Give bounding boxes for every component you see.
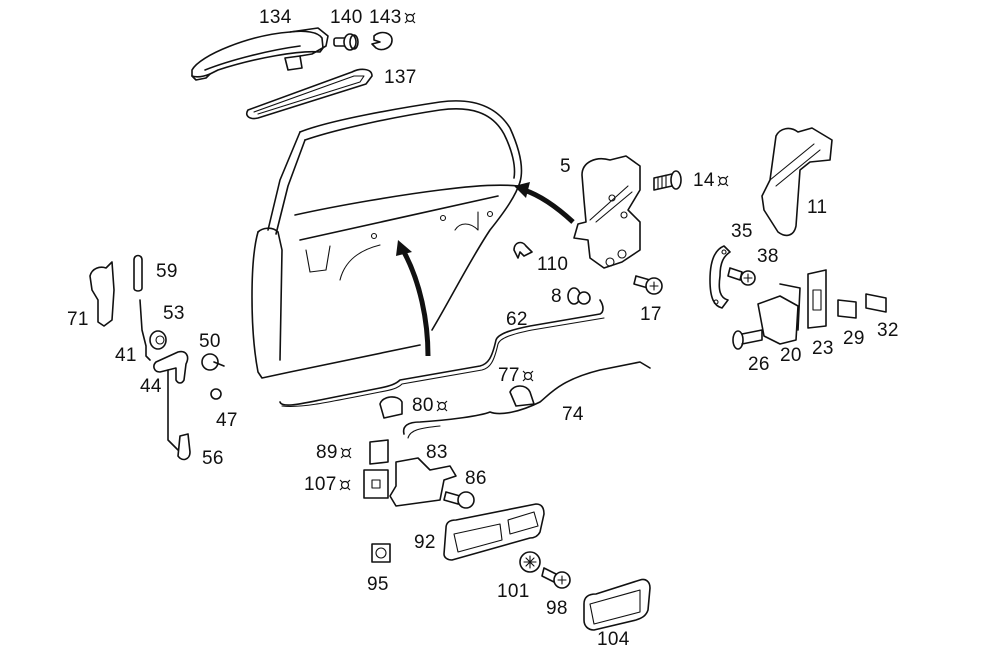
part-32-pad[interactable]: [865, 293, 887, 313]
part-101-washer[interactable]: [519, 551, 541, 573]
part-44-lever[interactable]: [153, 350, 189, 451]
footnote-mark-icon: [436, 400, 448, 412]
callout-29: 29: [843, 328, 865, 349]
callout-74: 74: [562, 404, 584, 425]
part-14-screw[interactable]: [653, 170, 682, 191]
part-23-striker-plate[interactable]: [807, 269, 827, 329]
callout-53: 53: [163, 303, 185, 324]
callout-80: 80: [412, 396, 448, 415]
part-83-inside-handle[interactable]: [389, 457, 457, 507]
part-20-striker[interactable]: [757, 283, 801, 345]
callout-137: 137: [384, 67, 417, 88]
part-53-bushing[interactable]: [149, 330, 167, 350]
part-134-outside-handle[interactable]: [191, 27, 329, 81]
part-56-rod-end[interactable]: [177, 433, 191, 461]
part-107-cover[interactable]: [363, 469, 389, 499]
callout-23: 23: [812, 338, 834, 359]
callout-14: 14: [693, 171, 729, 190]
callout-59: 59: [156, 261, 178, 282]
part-77-clip[interactable]: [509, 385, 535, 407]
callout-20: 20: [780, 345, 802, 366]
footnote-mark-icon: [340, 447, 352, 459]
part-110-rod-clip[interactable]: [513, 241, 533, 259]
part-41-pull-rod[interactable]: [139, 299, 151, 361]
part-92-handle-bezel[interactable]: [443, 503, 545, 561]
callout-89: 89: [316, 443, 352, 462]
callout-77: 77: [498, 366, 534, 385]
callout-47: 47: [216, 410, 238, 431]
assembly-arrow-handle: [396, 240, 431, 357]
part-8-grommet[interactable]: [567, 287, 591, 305]
footnote-mark-icon: [404, 12, 416, 24]
part-95-nut[interactable]: [371, 543, 391, 563]
callout-32: 32: [877, 320, 899, 341]
part-137-gasket[interactable]: [245, 68, 373, 120]
part-35-bracket[interactable]: [709, 245, 731, 309]
part-104-handle-trim[interactable]: [583, 578, 651, 631]
callout-38: 38: [757, 246, 779, 267]
part-86-screw[interactable]: [443, 491, 475, 509]
part-47-clip[interactable]: [210, 388, 222, 400]
callout-86: 86: [465, 468, 487, 489]
part-89-clip[interactable]: [369, 439, 389, 465]
part-80-clip[interactable]: [379, 396, 403, 419]
part-17-screw[interactable]: [633, 275, 663, 295]
part-11-lock-cover[interactable]: [761, 127, 833, 237]
callout-62: 62: [506, 309, 528, 330]
footnote-mark-icon: [717, 175, 729, 187]
callout-17: 17: [640, 304, 662, 325]
callout-140: 140: [330, 7, 363, 28]
callout-110: 110: [537, 254, 569, 275]
callout-11: 11: [807, 197, 828, 218]
callout-107: 107: [304, 475, 351, 494]
assembly-arrow-lock: [514, 182, 575, 224]
callout-83: 83: [426, 442, 448, 463]
callout-71: 71: [67, 309, 89, 330]
part-143-clip[interactable]: [371, 31, 393, 51]
callout-35: 35: [731, 221, 753, 242]
part-59-lock-knob[interactable]: [133, 254, 143, 292]
callout-26: 26: [748, 354, 770, 375]
callout-5: 5: [560, 156, 571, 177]
footnote-mark-icon: [339, 479, 351, 491]
callout-98: 98: [546, 598, 568, 619]
part-98-screw[interactable]: [541, 567, 571, 589]
part-29-shim[interactable]: [837, 299, 857, 319]
part-140-screw[interactable]: [333, 33, 359, 51]
part-50-pivot[interactable]: [201, 353, 225, 371]
callout-104: 104: [597, 629, 630, 650]
part-62-connecting-rod[interactable]: [279, 299, 605, 408]
callout-56: 56: [202, 448, 224, 469]
callout-143: 143: [369, 8, 416, 27]
callout-8: 8: [551, 286, 562, 307]
part-71-guide[interactable]: [89, 261, 115, 327]
part-74-connecting-rod[interactable]: [402, 361, 651, 439]
callout-50: 50: [199, 331, 221, 352]
part-door-shell: [251, 100, 523, 379]
callout-95: 95: [367, 574, 389, 595]
callout-41: 41: [115, 345, 137, 366]
callout-101: 101: [497, 581, 530, 602]
callout-92: 92: [414, 532, 436, 553]
callout-134: 134: [259, 7, 292, 28]
footnote-mark-icon: [522, 370, 534, 382]
part-38-screw[interactable]: [727, 267, 756, 286]
part-5-door-lock[interactable]: [573, 155, 641, 269]
callout-44: 44: [140, 376, 162, 397]
part-26-striker-screw[interactable]: [732, 329, 763, 350]
